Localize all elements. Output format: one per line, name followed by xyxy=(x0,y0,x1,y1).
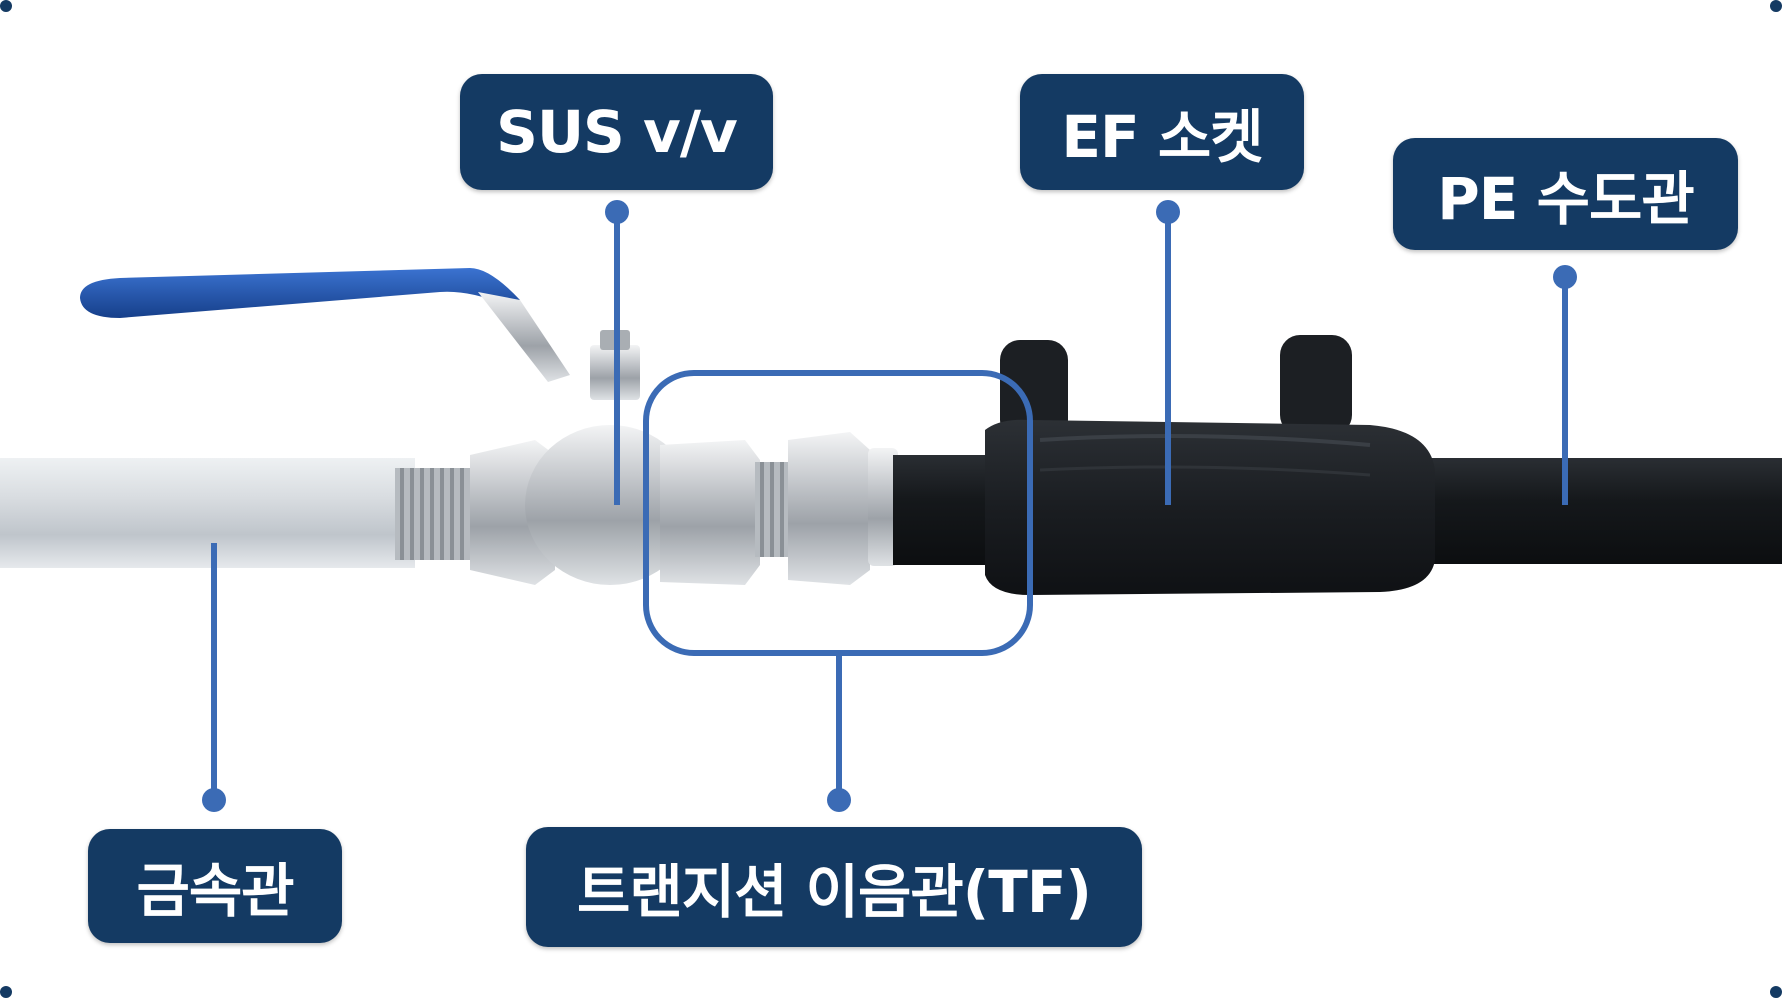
corner-decoration xyxy=(1770,986,1782,998)
callout-tf xyxy=(643,370,1033,812)
label-pe-pipe: PE 수도관 xyxy=(1393,138,1738,250)
label-transition-fitting: 트랜지션 이음관(TF) xyxy=(526,827,1142,947)
corner-decoration xyxy=(0,986,12,998)
callout-pe xyxy=(1553,265,1577,505)
label-metal-pipe: 금속관 xyxy=(88,829,342,943)
ef-socket-icon xyxy=(985,335,1435,595)
callout-metal xyxy=(202,543,226,812)
label-sus-valve: SUS v/v xyxy=(460,74,773,190)
callout-ef xyxy=(1156,200,1180,505)
callout-sus xyxy=(605,200,629,505)
corner-decoration xyxy=(0,0,12,12)
label-ef-socket: EF 소켓 xyxy=(1020,74,1304,190)
transition-fitting xyxy=(755,432,898,585)
pipe-thread xyxy=(395,468,480,560)
corner-decoration xyxy=(1770,0,1782,12)
ball-valve-icon xyxy=(80,268,760,585)
metal-pipe xyxy=(0,458,480,568)
